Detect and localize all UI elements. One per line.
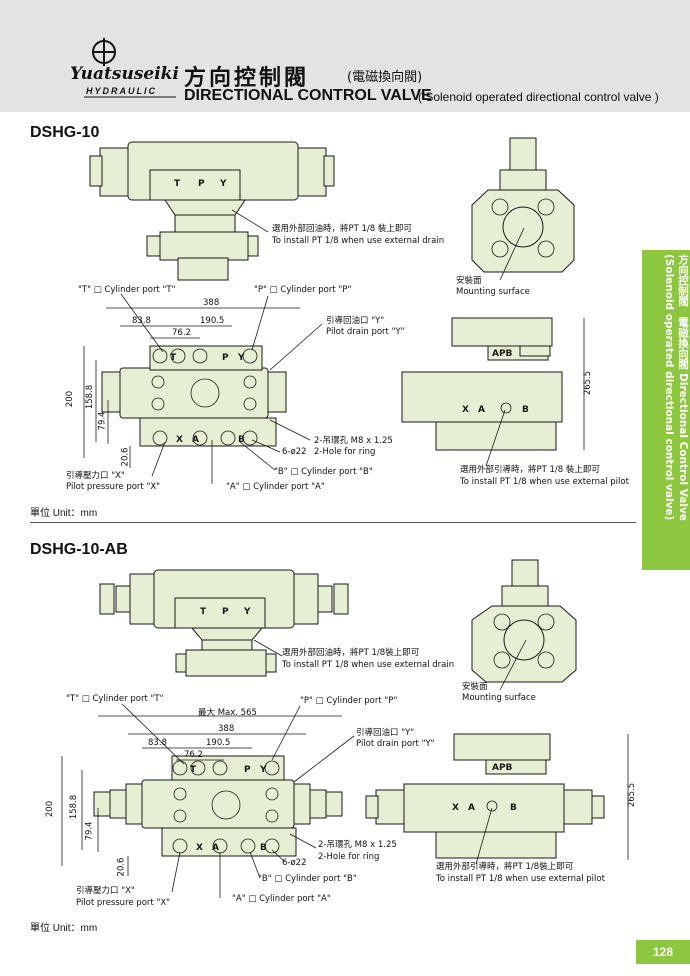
mark-apb-side-2: APB <box>492 763 513 773</box>
s2-pilot-note-en: To install PT 1/8 when use external pilo… <box>436 874 605 884</box>
mark-t-top: T <box>174 179 181 189</box>
mark-y-front: Y <box>237 353 245 363</box>
s1-dim-76-2: 76.2 <box>172 328 191 338</box>
s1-drain-note-cn: 選用外部回油時，將PT 1/8 裝上即可 <box>272 224 412 234</box>
s2-hole-ring: 2-Hole for ring <box>318 852 380 862</box>
side-tab <box>642 250 690 570</box>
s2-dim-200: 200 <box>45 800 56 818</box>
s1-hole-d22: 6-ø22 <box>282 447 307 457</box>
s1-unit-label: 單位 Unit：mm <box>30 508 98 519</box>
s1-pilot-note-cn: 選用外部引導時，將PT 1/8 裝上即可 <box>460 465 600 475</box>
page-title-en: DIRECTIONAL CONTROL VALVE <box>184 87 432 104</box>
s1-port-b: "B" □ Cylinder port "B" <box>274 467 373 477</box>
s2-dim-83-8: 83.8 <box>148 738 167 748</box>
s2-max-565: 最大 Max. 565 <box>198 708 257 718</box>
s2-port-p: "P" □ Cylinder port "P" <box>300 696 398 706</box>
mark-a-side: A <box>478 405 485 415</box>
side-tab-cn: 方向控制閥 電磁換向閥 <box>677 254 689 370</box>
s2-dim-265-5: 265.5 <box>627 782 638 808</box>
mark-y-top-2: Y <box>243 607 251 617</box>
mark-x-front-2: X <box>196 843 203 853</box>
brand-logo <box>84 38 176 98</box>
s2-dim-20-6: 20.6 <box>116 857 127 877</box>
s2-pilot-x-cn: 引導壓力口 "X" <box>76 886 135 896</box>
mark-t-front-2: T <box>190 765 197 775</box>
s1-drain-y-en: Pilot drain port "Y" <box>326 327 405 337</box>
brand-name: Yuatsuseiki <box>70 64 179 84</box>
s2-dim-158-8: 158.8 <box>69 794 80 820</box>
page-subtitle-cn: (電磁換向閥) <box>347 70 423 85</box>
s2-dim-388: 388 <box>218 724 235 734</box>
s2-mount-cn: 安裝面 <box>462 682 488 692</box>
mark-apb-side: APB <box>492 349 513 359</box>
s2-hole-m8: 2-吊環孔 M8 x 1.25 <box>318 840 397 850</box>
s1-dim-83-8: 83.8 <box>132 316 151 326</box>
mark-t-front: T <box>170 353 177 363</box>
side-tab-en: Directional Control Valve (Solenoid oper… <box>663 254 689 521</box>
s2-port-t: "T" □ Cylinder port "T" <box>66 694 164 704</box>
s1-drain-y-cn: 引導回油口 "Y" <box>326 316 385 326</box>
mark-x-front: X <box>176 435 183 445</box>
mark-a-side-2: A <box>468 803 475 813</box>
s1-dim-190-5: 190.5 <box>200 316 225 326</box>
s1-pilot-x-cn: 引導壓力口 "X" <box>66 471 125 481</box>
s1-port-t: "T" □ Cylinder port "T" <box>78 285 176 295</box>
page-number: 128 <box>636 940 690 964</box>
s2-drain-note-cn: 選用外部回油時，將PT 1/8裝上即可 <box>282 648 420 658</box>
section2-title: DSHG-10-AB <box>30 541 128 558</box>
s2-dim-190-5: 190.5 <box>206 738 231 748</box>
s1-mount-en: Mounting surface <box>456 287 530 297</box>
mark-b-front: B <box>238 435 245 445</box>
mark-b-front-2: B <box>260 843 267 853</box>
mark-p-front-2: P <box>244 765 251 775</box>
mark-p-top-2: P <box>222 607 229 617</box>
s1-mount-cn: 安裝面 <box>456 276 482 286</box>
mark-a-front: A <box>192 435 199 445</box>
mark-a-front-2: A <box>212 843 219 853</box>
mark-t-top-2: T <box>200 607 207 617</box>
s2-unit-label: 單位 Unit：mm <box>30 923 98 934</box>
s1-pilot-x-en: Pilot pressure port "X" <box>66 482 161 492</box>
mark-b-side: B <box>522 405 529 415</box>
mark-y-top: Y <box>219 179 227 189</box>
mark-p-front: P <box>222 353 229 363</box>
section-divider <box>30 522 636 523</box>
mark-y-front-2: Y <box>259 765 267 775</box>
mark-b-side-2: B <box>510 803 517 813</box>
s2-mount-en: Mounting surface <box>462 693 536 703</box>
s2-dim-79-4: 79.4 <box>84 821 95 841</box>
s2-port-b: "B" □ Cylinder port "B" <box>258 874 357 884</box>
mark-p-top: P <box>198 179 205 189</box>
s1-port-a: "A" □ Cylinder port "A" <box>226 482 325 492</box>
page-title-cn: 方向控制閥 <box>184 66 310 91</box>
brand-subtitle: HYDRAULIC <box>86 86 157 96</box>
s2-dim-76-2: 76.2 <box>184 750 203 760</box>
s2-pilot-note-cn: 選用外部引導時，將PT 1/8裝上即可 <box>436 862 574 872</box>
s1-hole-m8: 2-吊環孔 M8 x 1.25 <box>314 436 393 446</box>
s1-port-p: "P" □ Cylinder port "P" <box>254 285 352 295</box>
s2-drain-note-en: To install PT 1/8 when use external drai… <box>282 660 455 670</box>
page-subtitle-en: ( Solenoid operated directional control … <box>418 90 659 104</box>
s1-dim-388: 388 <box>203 298 220 308</box>
s1-hole-ring: 2-Hole for ring <box>314 447 376 457</box>
side-tab-text: 方向控制閥 電磁換向閥 Directional Control Valve (S… <box>642 250 690 570</box>
mark-x-side-2: X <box>452 803 459 813</box>
s2-port-a: "A" □ Cylinder port "A" <box>232 894 331 904</box>
mark-x-side: X <box>462 405 469 415</box>
s2-hole-d22: 6-ø22 <box>282 858 307 868</box>
s1-pilot-note-en: To install PT 1/8 when use external pilo… <box>460 477 629 487</box>
s2-drain-y-cn: 引導回油口 "Y" <box>356 728 415 738</box>
section1-title: DSHG-10 <box>30 124 100 141</box>
s2-drain-y-en: Pilot drain port "Y" <box>356 739 435 749</box>
s1-drain-note-en: To install PT 1/8 when use external drai… <box>272 236 445 246</box>
s2-pilot-x-en: Pilot pressure port "X" <box>76 898 171 908</box>
